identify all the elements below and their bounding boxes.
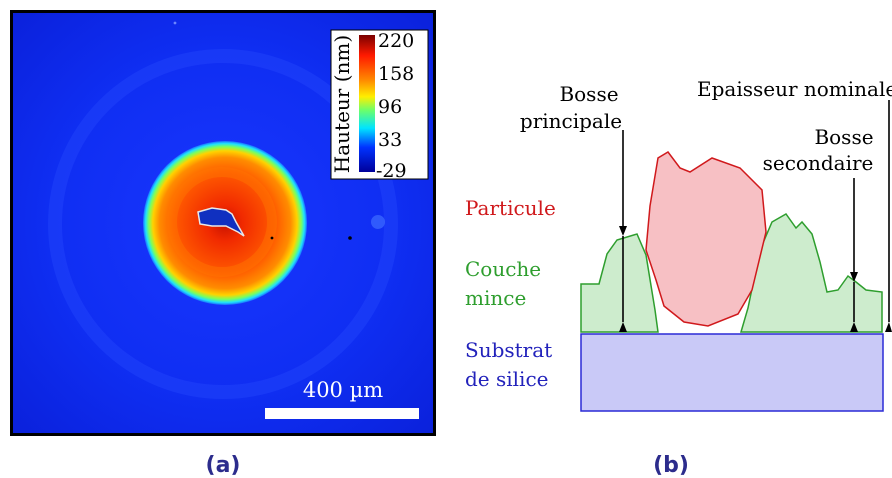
caption-a: (a) [206,453,241,478]
arrowhead [619,226,627,236]
label-particule: Particule [465,196,556,220]
arrowhead [619,322,627,332]
panel-b: Bosse principale Epaisseur nominale Boss… [465,77,892,412]
dot-defect [348,236,352,240]
colorbar-box [330,29,429,180]
colorbar-gradient [359,35,375,172]
panel-a: Hauteur (nm) 220 158 96 33 -29 400 µm [10,10,436,436]
label-bosse-secondaire: secondaire [763,151,874,175]
particle-shape [645,151,767,327]
thin-film-left [580,233,659,333]
scalebar [265,408,419,419]
scalebar-label: 400 µm [303,378,383,402]
label-bosse-secondaire: Bosse [814,125,873,149]
small-defect [371,215,385,229]
label-couche-mince: Couche [465,257,541,281]
colorbar-tick: -29 [376,160,407,182]
caption-b: (b) [653,453,689,478]
label-substrat: de silice [465,367,549,391]
arrowhead [850,272,858,282]
label-bosse-principale: Bosse [559,82,618,106]
arrowhead [885,322,892,332]
colorbar-tick: 158 [378,63,414,85]
dot-defect [270,236,274,240]
thin-film-right [740,213,883,333]
substrate-block [580,333,884,412]
colorbar-tick: 96 [378,96,402,118]
colorbar-tick: 220 [378,30,414,52]
label-bosse-principale: principale [520,109,622,133]
outer-ring [48,49,398,399]
label-epaisseur-nominale: Epaisseur nominale [697,77,892,101]
dot-defect [173,21,177,25]
label-substrat: Substrat [465,338,552,362]
colorbar-title: Hauteur (nm) [330,35,354,173]
colorbar-tick: 33 [378,129,402,151]
label-couche-mince: mince [465,286,526,310]
arrowhead [850,322,858,332]
crater-inner-ring [167,167,277,277]
particle-defect [197,207,245,237]
